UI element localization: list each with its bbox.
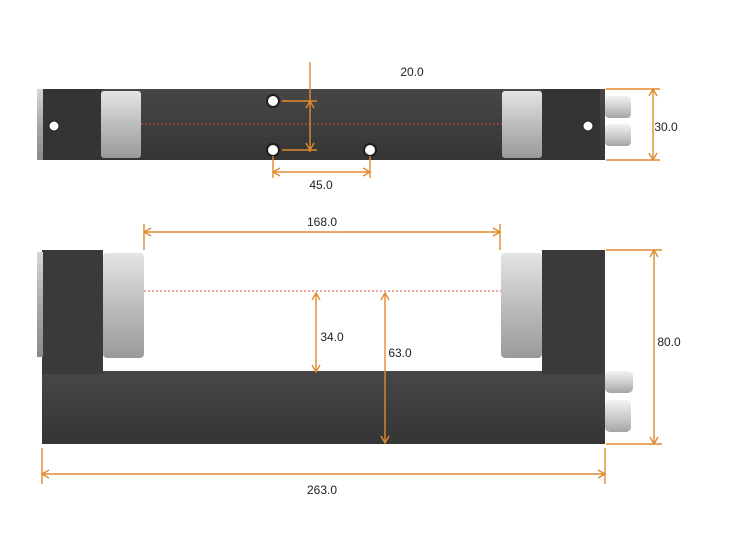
top-view-end-hole-left [48, 120, 60, 132]
dim-front-height [606, 248, 662, 446]
dim-label-30: 30.0 [654, 120, 678, 134]
top-view-end-hole-right [582, 120, 594, 132]
dim-hole-spacing-horizontal [271, 156, 372, 178]
dim-beam-to-arm [311, 291, 321, 374]
dim-overall-length [40, 448, 607, 484]
dim-label-80: 80.0 [657, 335, 681, 349]
dim-beam-to-base [380, 291, 390, 445]
front-view-left-window [103, 253, 144, 358]
top-view-hole-right [363, 143, 377, 157]
dim-label-168: 168.0 [307, 215, 337, 229]
top-view-left-cap [37, 89, 43, 160]
top-view-hole-lower [266, 143, 280, 157]
dim-label-63: 63.0 [388, 346, 412, 360]
dim-label-34: 34.0 [320, 330, 344, 344]
dim-label-20: 20.0 [400, 65, 424, 79]
front-view-left-cap [37, 252, 43, 357]
front-view-connector-upper [605, 371, 633, 393]
front-view-right-arm [542, 250, 605, 374]
dim-label-263: 263.0 [307, 483, 337, 497]
top-view-connector-upper [605, 96, 631, 118]
top-view-hole-upper [266, 94, 280, 108]
dim-label-45: 45.0 [309, 178, 333, 192]
front-view-left-arm [42, 250, 103, 374]
top-view-left-window [101, 91, 141, 158]
dim-hole-spacing-vertical [282, 62, 317, 152]
front-view-right-window [501, 253, 542, 358]
top-view-right-window [502, 91, 542, 158]
dim-top-height [606, 87, 660, 162]
front-view: 168.0 80.0 34.0 63.0 [37, 215, 681, 497]
front-view-connector-lower [605, 400, 631, 432]
top-view: 20.0 30.0 45.0 [37, 62, 678, 192]
dim-window-gap [142, 224, 502, 250]
top-view-connector-lower [605, 124, 631, 146]
front-view-base [42, 371, 605, 444]
